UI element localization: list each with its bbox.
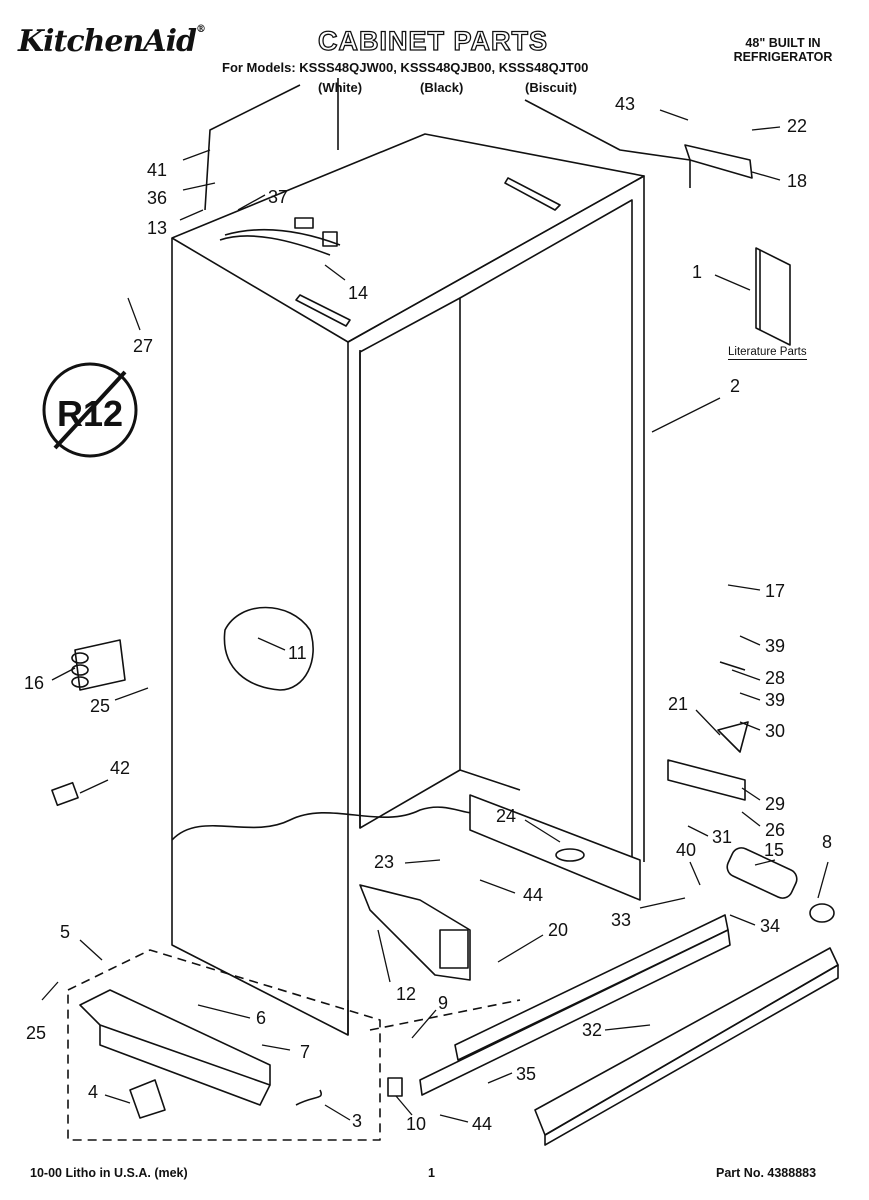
brand-registered-mark: ® [195,24,206,35]
callout-9: 9 [438,993,449,1013]
product-line-1: 48" BUILT IN [745,36,821,50]
product-line-2: REFRIGERATOR [733,50,833,64]
callout-1: 1 [692,262,703,282]
variant-white: (White) [318,80,363,95]
callout-6: 6 [256,1008,267,1028]
callout-16: 16 [24,673,45,693]
callout-20: 20 [548,920,569,940]
callout-37: 37 [268,187,289,207]
callout-29: 29 [765,794,786,814]
callout-41: 41 [147,160,168,180]
callout-27: 27 [133,336,154,356]
callout-40: 40 [676,840,697,860]
variant-black: (Black) [420,80,464,95]
assembly-outline [67,949,381,1141]
callout-12: 12 [396,984,417,1004]
callout-33: 33 [611,910,632,930]
callout-39: 39 [765,636,786,656]
models-line: For Models: KSSS48QJW00, KSSS48QJB00, KS… [222,60,589,75]
callout-39-b: 39 [765,690,786,710]
callout-17: 17 [765,581,786,601]
literature-parts-label: Literature Parts [728,346,807,360]
callout-7: 7 [300,1042,311,1062]
callout-25: 25 [90,696,111,716]
part-number: Part No. 4388883 [716,1166,817,1180]
cutaway-edge [171,806,481,841]
no-r12-badge [42,362,138,458]
callout-44-b: 44 [472,1114,493,1134]
callout-42: 42 [110,758,131,778]
callout-22: 22 [787,116,808,136]
callout-30: 30 [765,721,786,741]
callout-23: 23 [374,852,395,872]
page-title: CABINET PARTS [317,25,549,56]
literature-booklet [755,247,791,346]
callout-34: 34 [760,916,781,936]
brand-name: KitchenAid [18,24,197,59]
callout-8: 8 [822,832,833,852]
callout-11: 11 [288,643,307,663]
cabinet-front-frame [347,175,645,862]
brand-logo: KitchenAid® [18,24,206,59]
callout-43: 43 [615,94,636,114]
callout-26: 26 [765,820,786,840]
callout-15: 15 [764,840,785,860]
page-number: 1 [428,1166,435,1180]
callout-24: 24 [496,806,517,826]
cabinet-left-side [171,238,349,1036]
grille [534,947,839,1136]
callout-28: 28 [765,668,786,688]
callout-5: 5 [60,922,71,942]
variant-biscuit: (Biscuit) [525,80,577,95]
callout-4: 4 [88,1082,99,1102]
callout-35: 35 [516,1064,537,1084]
callout-2: 2 [730,376,741,396]
duct-part [359,884,471,981]
callout-14: 14 [348,283,369,303]
callout-36: 36 [147,188,168,208]
callout-3: 3 [352,1111,363,1131]
product-description: 48" BUILT IN REFRIGERATOR [728,36,838,64]
cabinet-top-outline [171,133,645,343]
callout-21: 21 [668,694,689,714]
callout-10: 10 [406,1114,427,1134]
callout-31: 31 [712,827,733,847]
litho-note: 10-00 Litho in U.S.A. (mek) [30,1166,188,1180]
callout-18: 18 [787,171,808,191]
badge-text: R12 [57,393,123,434]
callout-13: 13 [147,218,168,238]
callout-32: 32 [582,1020,603,1040]
callout-44: 44 [523,885,544,905]
callout-25-b: 25 [26,1023,47,1043]
